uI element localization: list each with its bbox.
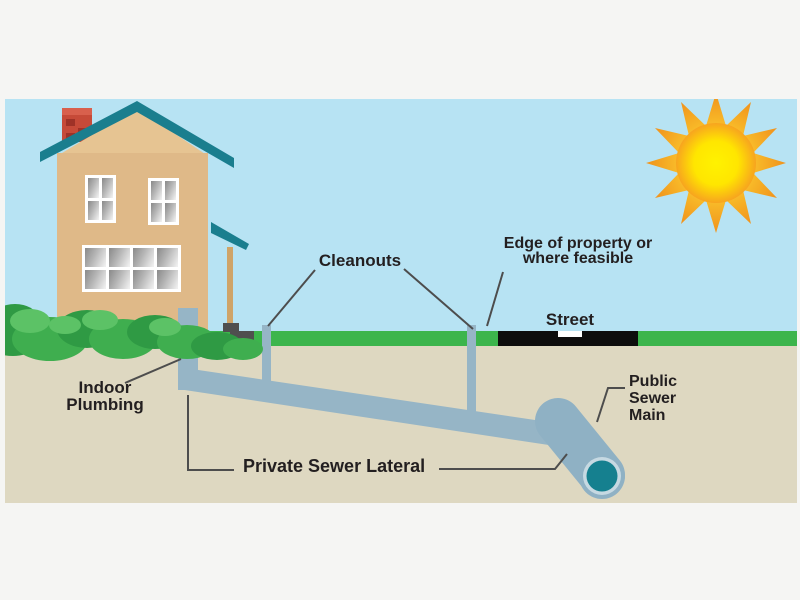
public-main-pointer xyxy=(596,387,625,423)
upper-left-window xyxy=(85,175,116,223)
underground-soil xyxy=(5,346,797,503)
house-wall xyxy=(57,153,208,332)
chimney-brick xyxy=(66,119,75,126)
edge-of-property-pointer xyxy=(486,271,504,327)
indoor-label-line1: Indoor xyxy=(78,378,132,397)
window-pane xyxy=(109,248,130,267)
indoor-plumbing-label: Indoor Plumbing xyxy=(40,379,170,413)
public-label-line3: Main xyxy=(629,407,666,424)
window-pane xyxy=(133,248,154,267)
porch-awning xyxy=(211,222,249,250)
edge-of-property-label: Edge of property or where feasible xyxy=(467,235,689,267)
porch-steps xyxy=(223,323,239,332)
window-pane xyxy=(165,181,176,200)
cleanout-riser-2 xyxy=(467,325,476,418)
window-pane xyxy=(88,178,99,198)
private-lateral-pointer-left xyxy=(187,395,234,471)
public-sewer-main-label: Public Sewer Main xyxy=(629,373,677,424)
cleanout-riser-1 xyxy=(262,325,271,387)
street-center-line xyxy=(558,331,582,337)
private-lateral-pipe xyxy=(178,367,562,447)
window-pane xyxy=(151,203,162,222)
window-pane xyxy=(85,248,106,267)
illustration-area: Cleanouts Edge of property or where feas… xyxy=(5,99,797,503)
sun-icon xyxy=(646,99,786,233)
upper-right-window xyxy=(148,178,179,225)
bushes xyxy=(5,304,263,361)
public-label-line2: Sewer xyxy=(629,390,677,407)
porch-post xyxy=(227,247,233,325)
edge-label-line2: where feasible xyxy=(522,250,634,267)
private-sewer-lateral-label: Private Sewer Lateral xyxy=(243,456,426,476)
edge-label-line1: Edge of property or xyxy=(503,235,653,252)
window-pane xyxy=(133,270,154,289)
house xyxy=(5,99,265,349)
private-lateral-pointer-right xyxy=(439,453,568,470)
public-label-line1: Public xyxy=(629,373,678,390)
window-pane xyxy=(151,181,162,200)
window-pane xyxy=(85,270,106,289)
pointer-lines xyxy=(124,268,625,471)
lower-window xyxy=(82,245,181,292)
cleanouts-label: Cleanouts xyxy=(318,251,402,270)
porch-steps xyxy=(230,331,254,342)
indoor-plumbing-pointer xyxy=(124,358,182,384)
window-pane xyxy=(157,248,178,267)
street-label: Street xyxy=(545,310,595,329)
chimney-cap xyxy=(62,108,92,115)
window-pane xyxy=(88,200,99,220)
main-end-opening xyxy=(586,460,618,492)
cleanouts-pointer-right xyxy=(403,268,474,330)
window-pane xyxy=(102,178,113,198)
street-surface xyxy=(498,331,638,346)
window-pane xyxy=(109,270,130,289)
window-pane xyxy=(157,270,178,289)
window-pane xyxy=(102,200,113,220)
indoor-label-line2: Plumbing xyxy=(66,395,144,414)
roof xyxy=(40,101,234,168)
window-pane xyxy=(165,203,176,222)
cleanouts-pointer-left xyxy=(267,269,316,327)
